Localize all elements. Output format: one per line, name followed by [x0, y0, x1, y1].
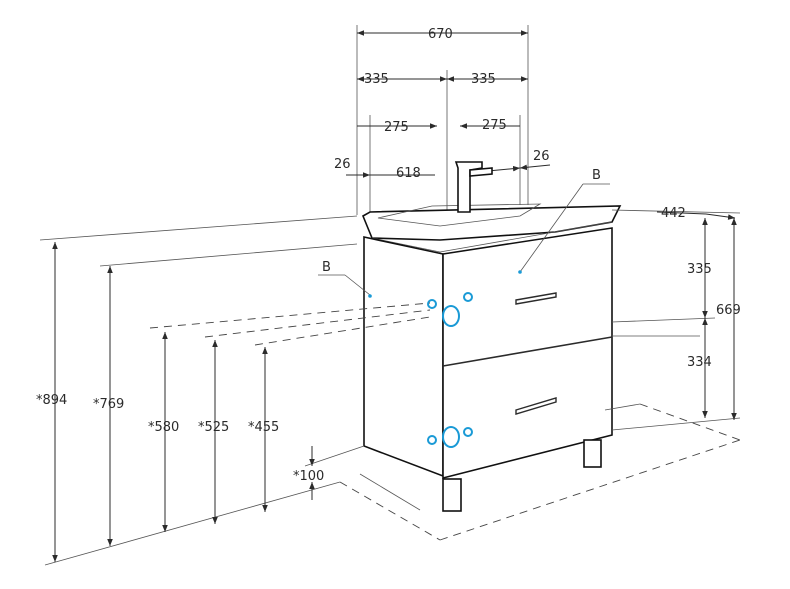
dim-335-height: 335 — [687, 262, 712, 277]
dim-769: *769 — [93, 397, 124, 412]
dim-580: *580 — [148, 420, 179, 435]
dim-275-left: 275 — [384, 120, 409, 135]
right-dimensions — [611, 209, 741, 431]
dim-335-right: 335 — [471, 72, 496, 87]
dim-618: 618 — [396, 166, 421, 181]
dim-670: 670 — [428, 27, 453, 42]
dim-334: 334 — [687, 355, 712, 370]
dim-100: *100 — [293, 469, 324, 484]
dim-442: 442 — [661, 206, 686, 221]
dim-275-right: 275 — [482, 118, 507, 133]
dim-669: 669 — [716, 303, 741, 318]
dim-26-left: 26 — [334, 157, 351, 172]
dim-335-left: 335 — [364, 72, 389, 87]
dim-525: *525 — [198, 420, 229, 435]
mark-b-side: B — [322, 260, 331, 275]
mark-b-leaders — [318, 183, 610, 298]
mark-b-front: B — [592, 168, 601, 183]
top-dimensions — [346, 25, 551, 215]
dim-894: *894 — [36, 393, 67, 408]
left-dimensions — [39, 215, 431, 566]
vanity-unit — [361, 161, 622, 512]
connection-point-icon — [427, 292, 473, 448]
drawer-handle-icon — [515, 397, 557, 415]
floor-footprint — [339, 403, 741, 541]
dim-455: *455 — [248, 420, 279, 435]
drawer-handle-icon — [515, 292, 557, 305]
dim-26-right: 26 — [533, 149, 550, 164]
